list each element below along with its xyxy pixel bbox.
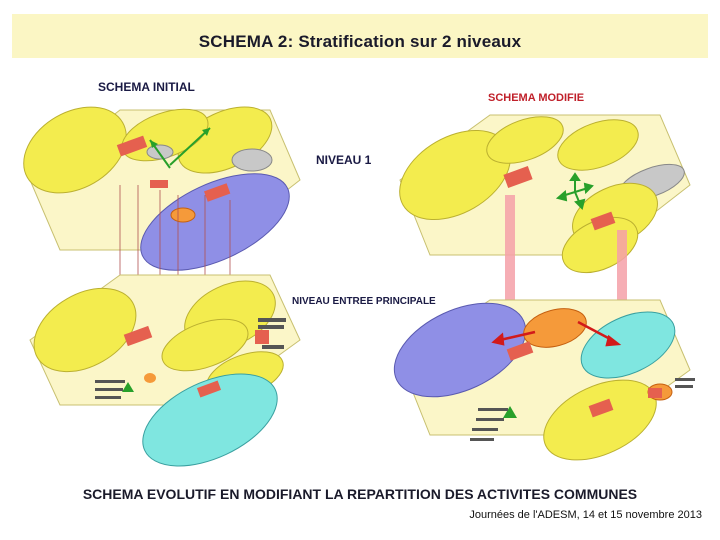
title-banner: SCHEMA 2: Stratification sur 2 niveaux: [12, 14, 708, 58]
schema-initial-diagram: [23, 106, 301, 467]
schema-initial-label: SCHEMA INITIAL: [98, 80, 195, 94]
initial-red-block-4: [123, 325, 153, 347]
initial-red-block-5: [255, 330, 269, 344]
initial-red-block-3: [150, 180, 168, 188]
initial-red-block-6: [196, 380, 222, 398]
initial-plateau-commun-top: [23, 106, 127, 194]
initial-grey-zone-1: [146, 144, 174, 160]
modifie-green-arrows: [555, 172, 594, 210]
modifie-red-block-1: [503, 165, 533, 189]
modifie-green-triangle: [503, 406, 517, 418]
footer-caption: Journées de l'ADESM, 14 et 15 novembre 2…: [469, 509, 702, 521]
bottom-title: SCHEMA EVOLUTIF EN MODIFIANT LA REPARTIT…: [82, 486, 638, 502]
initial-orange-node: [170, 207, 196, 223]
initial-red-block-2: [204, 183, 231, 202]
niveau-entree-label: NIVEAU ENTREE PRINCIPALE: [292, 296, 436, 307]
modifie-zone-top-center: [486, 116, 564, 164]
initial-plateau-commun-bottom: [33, 287, 137, 373]
schema-modifie-label: SCHEMA MODIFIE: [488, 92, 585, 104]
initial-orange-node-2: [144, 373, 156, 383]
initial-zone-bottom-center: [161, 318, 249, 372]
modifie-red-block-4: [588, 398, 614, 418]
initial-small-captions: [95, 318, 286, 399]
modifie-filiere-gerontologie: [580, 311, 676, 379]
page-title: SCHEMA 2: Stratification sur 2 niveaux: [198, 32, 522, 51]
modifie-red-block-3: [506, 341, 534, 361]
modifie-pink-column-1: [505, 195, 515, 330]
modifie-red-arrows: [491, 320, 622, 347]
modifie-filiere-readaptation: [393, 302, 527, 398]
initial-red-block-1: [116, 135, 148, 157]
initial-grey-zone-2: [231, 148, 273, 172]
modifie-red-block-2: [590, 211, 616, 231]
schema-modifie-diagram: [393, 114, 695, 461]
modifie-zone-top-right: [557, 119, 639, 171]
initial-filiere-gerontologie: [142, 373, 278, 467]
initial-green-triangle: [122, 382, 134, 392]
modifie-red-block-5: [648, 388, 662, 398]
modifie-orange-centre: [523, 308, 587, 348]
niveau-1-label: NIVEAU 1: [316, 153, 372, 167]
modifie-small-captions: [470, 378, 695, 441]
